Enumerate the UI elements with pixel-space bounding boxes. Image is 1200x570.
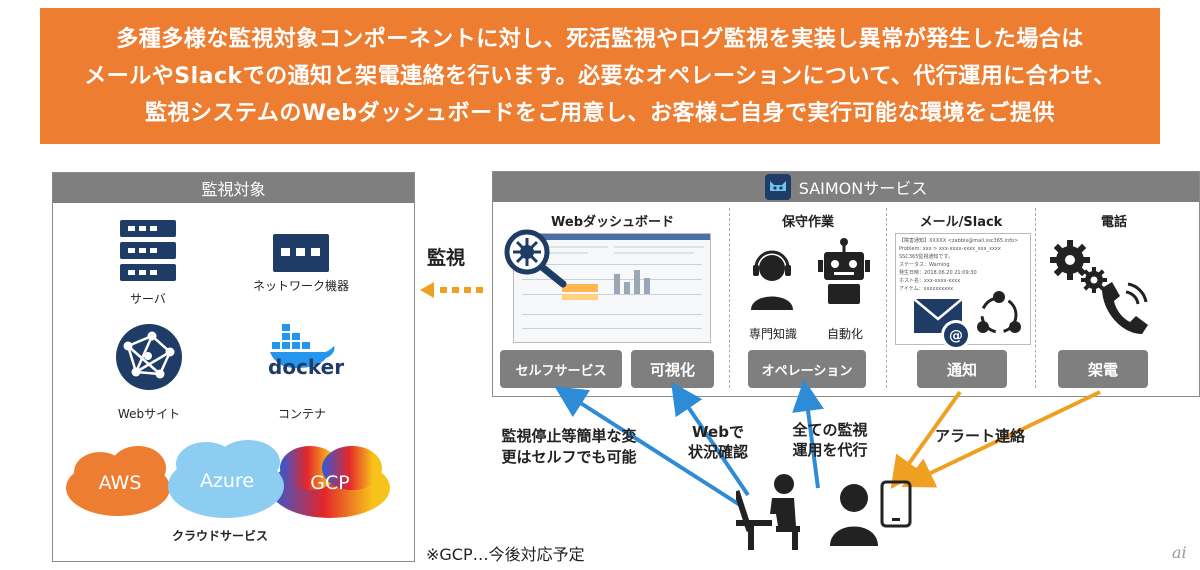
mail-preview-line: ステータス：Warning	[899, 261, 1027, 269]
mail-preview-line: Problem: xxx > xxx-xxxx-xxxx_xxx_xxxx	[899, 245, 1027, 253]
server-icon	[118, 220, 178, 282]
column-divider	[729, 208, 730, 388]
robot-icon	[818, 238, 870, 304]
share-network-icon	[973, 290, 1025, 340]
monitor-arrow-label: 監視	[427, 243, 465, 270]
callout-ops-line2: 運用を代行	[778, 440, 882, 460]
automation-label: 自動化	[812, 325, 878, 342]
banner-line-2: メールやSlackでの通知と架電連絡を行います。必要なオペレーションについて、代…	[84, 58, 1116, 95]
saimon-header: SAIMONサービス	[493, 172, 1199, 202]
phone-ringing-icon	[1096, 278, 1152, 338]
mail-preview-line: 発生日時：2018.06.20 21:09:30	[899, 269, 1027, 277]
smartphone-icon	[880, 480, 912, 528]
targets-title: 監視対象	[53, 173, 414, 203]
monitor-arrow-icon	[420, 280, 490, 300]
magnifier-icon	[503, 228, 567, 288]
envelope-at-icon: @	[912, 297, 974, 351]
col-title-mail: メール/Slack	[889, 211, 1033, 230]
banner-line-1: 多種多様な監視対象コンポーネントに対し、死活監視やログ監視を実装し異常が発生した…	[116, 21, 1084, 58]
expert-label: 専門知識	[740, 325, 806, 342]
column-divider	[1035, 208, 1036, 388]
callout-web-line2: 状況確認	[670, 442, 766, 462]
mail-preview-line: SSC365監視通知です。	[899, 253, 1027, 261]
callout-self-line1: 監視停止等簡単な変	[484, 426, 654, 446]
headset-person-icon	[747, 248, 797, 310]
person-icon	[828, 482, 880, 546]
network-label: ネットワーク機器	[240, 277, 362, 294]
callout-web-line1: Webで	[670, 422, 766, 442]
server-label: サーバ	[118, 290, 178, 307]
svg-text:@: @	[949, 328, 963, 344]
flow-arrows	[0, 380, 1200, 570]
docker-logo-text: docker	[268, 355, 348, 379]
banner-line-3: 監視システムのWebダッシュボードをご用意し、お客様ご自身で実行可能な環境をご提…	[145, 95, 1055, 132]
svg-text:ai: ai	[1172, 543, 1187, 562]
saimon-title: SAIMONサービス	[799, 175, 928, 199]
saimon-cat-logo-icon	[765, 174, 791, 200]
col-title-phone: 電話	[1039, 211, 1189, 230]
callout-alert: アラート連絡	[922, 426, 1038, 446]
mail-preview-line: ホスト名：xxx-xxxx-xxxx	[899, 277, 1027, 285]
callout-ops-line1: 全ての監視	[778, 420, 882, 440]
mail-preview-line: 【障害通知】XXXXX <zabbix@mail.ssc365.info>	[899, 237, 1027, 245]
network-switch-icon	[273, 234, 329, 272]
column-divider	[886, 208, 887, 388]
header-banner: 多種多様な監視対象コンポーネントに対し、死活監視やログ監視を実装し異常が発生した…	[40, 8, 1160, 144]
ai-watermark-logo: ai	[1170, 540, 1194, 564]
callout-self-line2: 更はセルフでも可能	[484, 447, 654, 467]
person-at-desk-icon	[736, 470, 816, 550]
col-title-maintenance: 保守作業	[733, 211, 883, 230]
